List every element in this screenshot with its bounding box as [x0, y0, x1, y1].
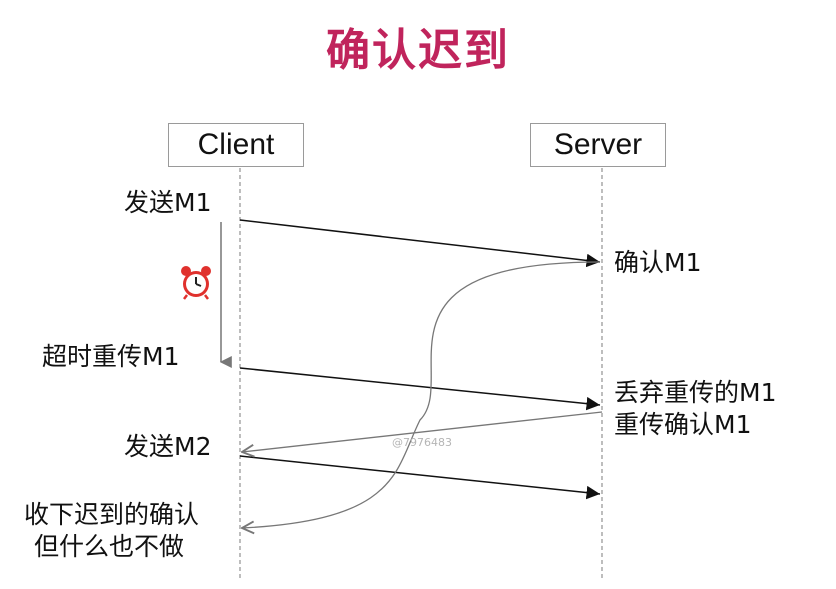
send-m2-arrow	[239, 455, 601, 500]
resend-m1-arrow	[239, 367, 601, 411]
late-ack-label-line1: 收下迟到的确认	[24, 500, 200, 529]
late-ack-curve	[242, 261, 601, 528]
ack-m1-label: 确认M1	[614, 248, 702, 277]
watermark-text: @7976483	[392, 436, 452, 449]
send-m1-arrow	[239, 219, 601, 268]
alarm-clock-icon	[181, 266, 211, 300]
send-m2-label: 发送M2	[124, 432, 212, 461]
discard-label-line1: 丢弃重传的M1	[614, 378, 777, 407]
diagram-title: 确认迟到	[326, 25, 510, 76]
discard-label-line2: 重传确认M1	[614, 410, 752, 439]
timeout-resend-m1-label: 超时重传M1	[42, 342, 180, 371]
client-actor-box: Client	[168, 123, 304, 167]
late-ack-label-line2: 但什么也不做	[34, 532, 185, 561]
send-m1-label: 发送M1	[124, 188, 212, 217]
resend-ack-arrow	[242, 411, 603, 452]
server-actor-box: Server	[530, 123, 666, 167]
